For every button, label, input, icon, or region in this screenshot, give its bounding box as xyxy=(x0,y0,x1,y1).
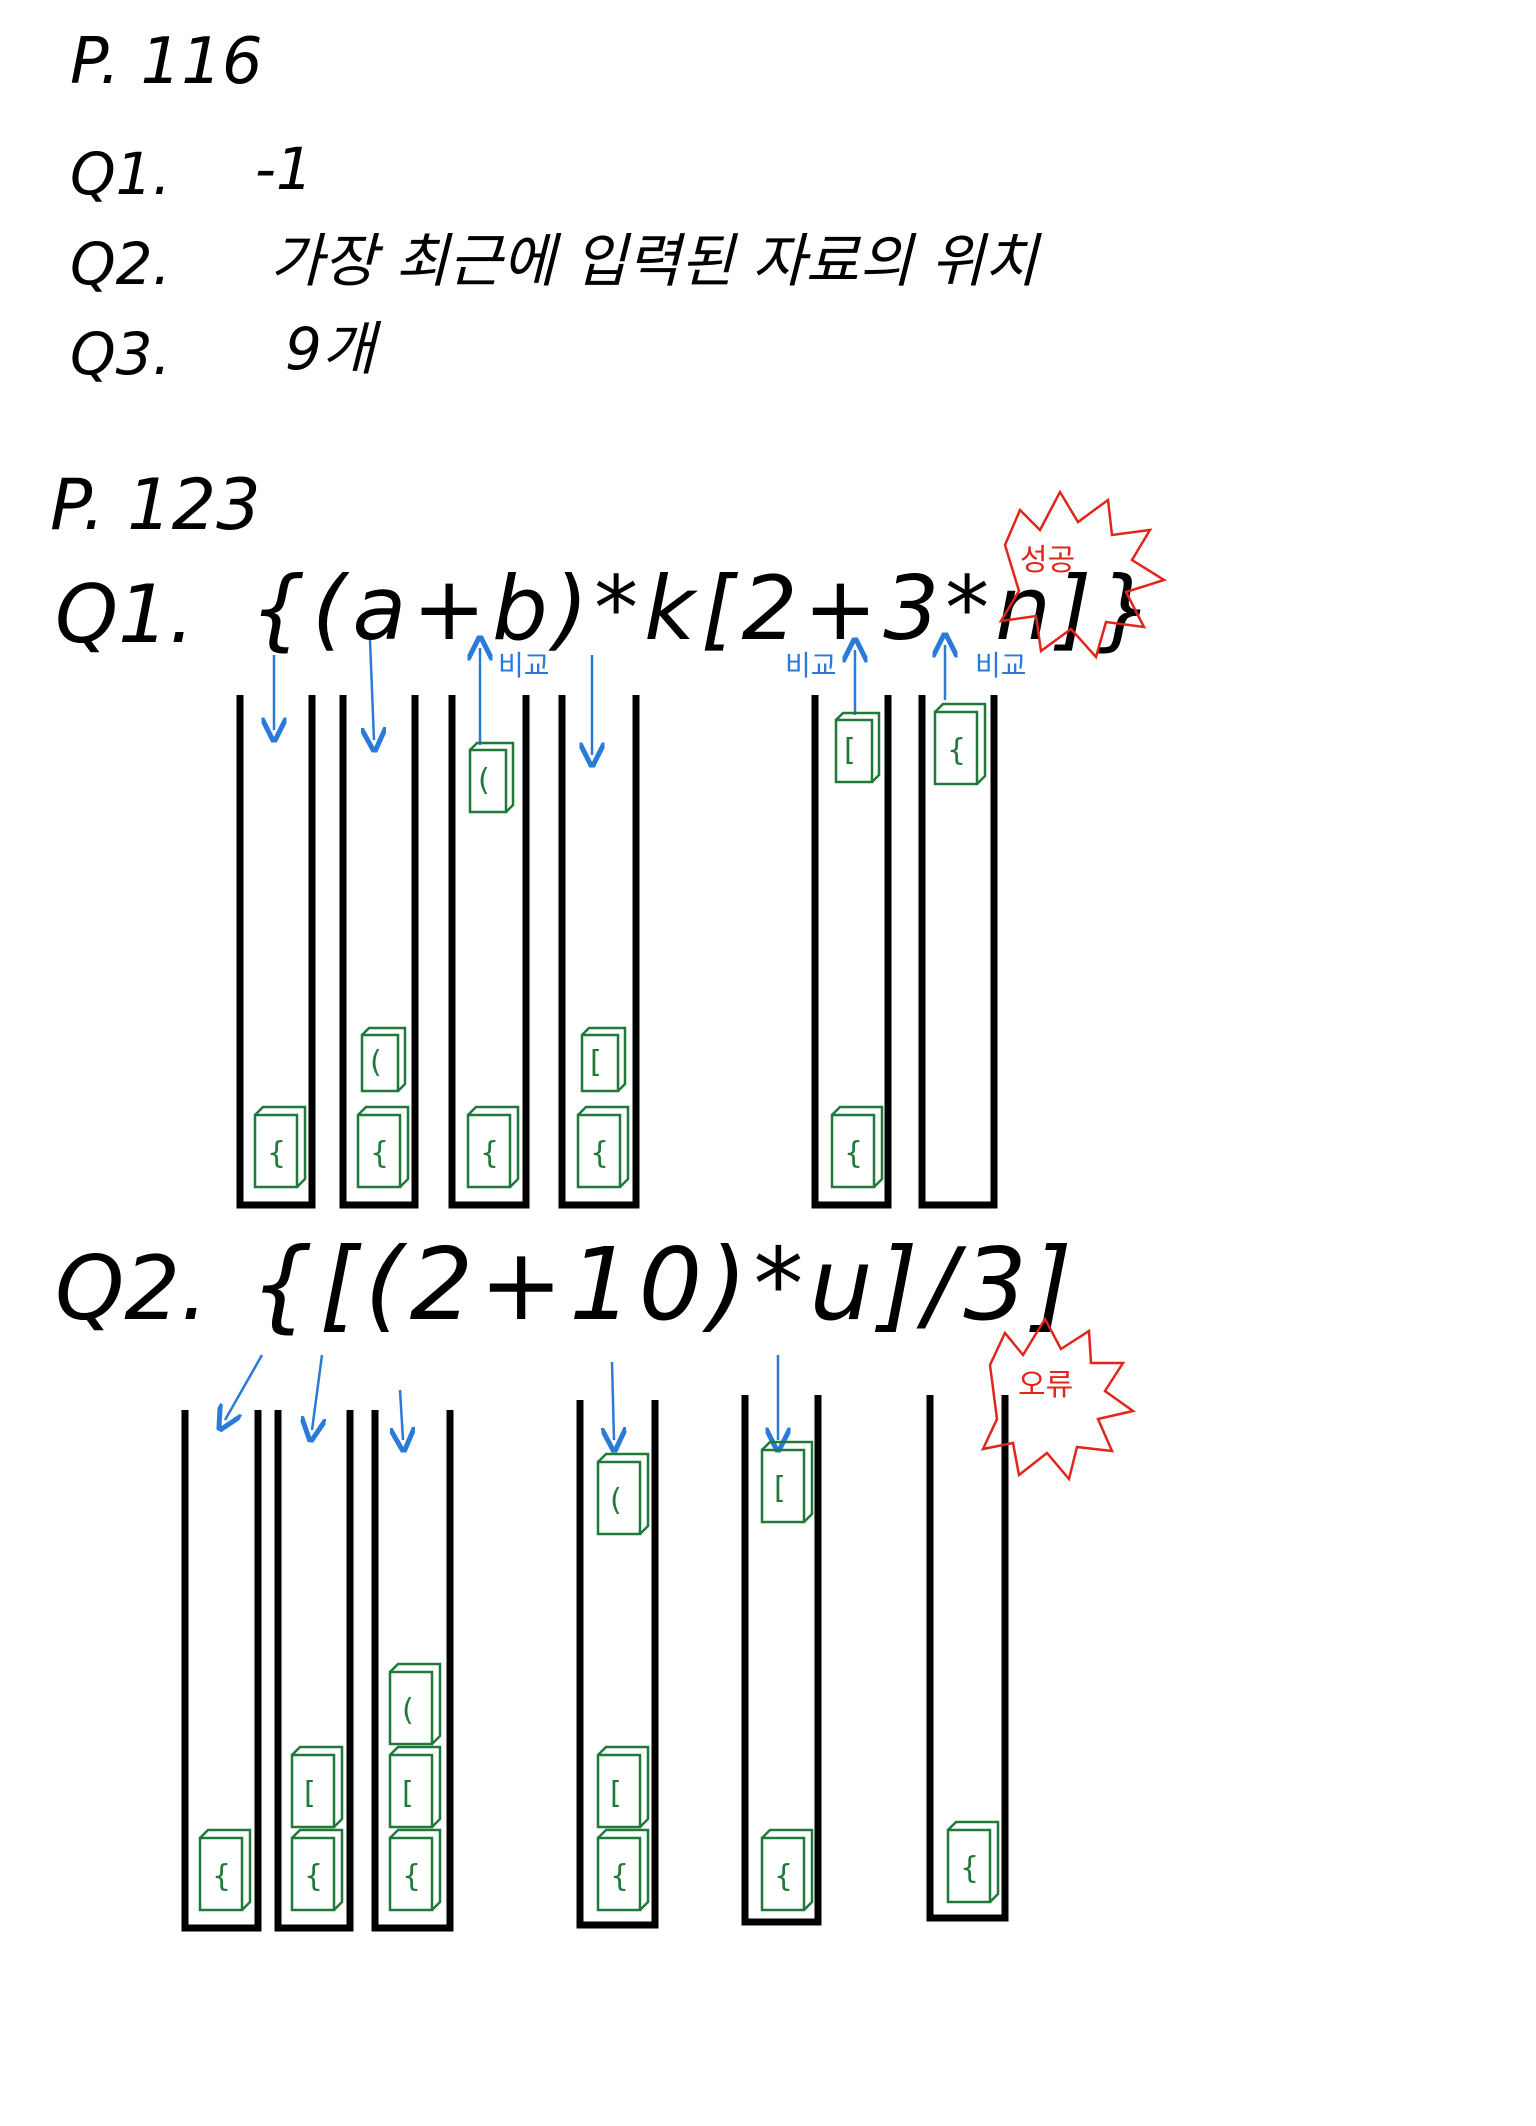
q2-stack-6: { xyxy=(926,1395,1009,1922)
stack-item-symbol: { xyxy=(267,1136,286,1171)
stack-item-symbol: ( xyxy=(610,1483,622,1518)
stack-item-brace: { xyxy=(290,1828,344,1912)
push-arrow xyxy=(225,1354,264,1420)
stack-item-symbol: [ xyxy=(304,1776,316,1811)
q2-stack-2: { [ xyxy=(274,1354,354,1932)
stack-item-symbol: { xyxy=(590,1136,609,1171)
answer-q1-text: -1 xyxy=(255,135,313,203)
answer-q2-text: 가장 최근에 입력된 자료의 위치 xyxy=(270,227,1038,295)
stack-item-bracket: [ xyxy=(290,1745,344,1829)
stack-item-symbol: ( xyxy=(478,763,490,798)
compare-label: 비교 xyxy=(498,649,550,682)
answer-q2-label: Q2. xyxy=(70,230,171,298)
stack-item-paren: ( xyxy=(596,1452,650,1536)
stack-item-symbol: [ xyxy=(844,733,856,768)
stack-item-symbol: { xyxy=(370,1136,389,1171)
q2-result-stamp: 오류 xyxy=(980,1316,1136,1482)
push-arrow xyxy=(312,1354,322,1430)
stack-item-brace: { xyxy=(198,1828,252,1912)
stack-item-brace: { xyxy=(830,1105,884,1189)
push-arrow xyxy=(370,639,374,740)
stack-item-paren: ( xyxy=(360,1026,407,1093)
q2-stack-3: { [ ( xyxy=(371,1389,454,1932)
q1-expression: {(a+b)*k[2+3*n]} xyxy=(250,557,1160,660)
stack-item-brace: { xyxy=(933,702,987,786)
q2-stack-1: { xyxy=(181,1354,264,1932)
page-ref-123: P. 123 xyxy=(50,464,261,546)
stack-item-symbol: { xyxy=(960,1851,979,1886)
q1-stack-3: 비교 { ( xyxy=(448,648,550,1209)
stack-item-bracket: [ xyxy=(834,711,881,784)
q2-label: Q2. xyxy=(55,1237,209,1340)
stack-item-symbol: { xyxy=(610,1859,629,1894)
stack-item-brace: { xyxy=(388,1828,442,1912)
page-ref-116: P. 116 xyxy=(70,25,263,99)
stack-item-symbol: ( xyxy=(402,1693,414,1728)
stack-item-symbol: ( xyxy=(370,1045,382,1080)
q2-expression: {[(2+10)*u]/3] xyxy=(250,1226,1079,1343)
push-arrow xyxy=(400,1389,403,1440)
q1-result-text: 성공 xyxy=(1020,543,1075,578)
stack-item-paren: ( xyxy=(388,1662,442,1746)
push-arrow xyxy=(612,1361,614,1440)
stack-item-brace: { xyxy=(596,1828,650,1912)
compare-label: 비교 xyxy=(785,649,837,682)
q1-stack-5: 비교 { [ xyxy=(785,649,892,1209)
stack-item-brace: { xyxy=(356,1105,410,1189)
q1-stack-2: { ( xyxy=(339,639,419,1209)
stack-item-symbol: [ xyxy=(590,1045,602,1080)
stack-item-bracket: [ xyxy=(596,1745,650,1829)
stack-item-brace: { xyxy=(466,1105,520,1189)
stack-item-symbol: { xyxy=(304,1859,323,1894)
q2-result-text: 오류 xyxy=(1018,1368,1073,1403)
stack-item-bracket: [ xyxy=(760,1440,814,1524)
stack-item-symbol: { xyxy=(480,1136,499,1171)
stack-item-symbol: [ xyxy=(402,1776,414,1811)
stack-item-bracket: [ xyxy=(580,1026,627,1093)
stack-item-paren: ( xyxy=(468,741,515,814)
stack-item-symbol: { xyxy=(947,733,966,768)
q1-label: Q1. xyxy=(55,568,195,661)
stack-item-symbol: { xyxy=(402,1859,421,1894)
stack-item-symbol: { xyxy=(212,1859,231,1894)
stack-item-brace: { xyxy=(253,1105,307,1189)
q2-stack-5: { [ xyxy=(741,1355,822,1926)
q1-result-stamp: 성공 xyxy=(998,489,1167,660)
answer-q3-text: 9개 xyxy=(285,315,376,383)
stack-item-brace: { xyxy=(946,1820,1000,1904)
stack-item-brace: { xyxy=(760,1828,814,1912)
q2-stack-4: { [ ( xyxy=(576,1361,659,1929)
q1-stack-4: { [ xyxy=(558,655,640,1209)
q1-stack-6: 비교 { xyxy=(918,645,1027,1209)
q1-stack-1: { xyxy=(236,655,316,1209)
stack-item-bracket: [ xyxy=(388,1745,442,1829)
stack-item-symbol: { xyxy=(774,1859,793,1894)
answer-q1-label: Q1. xyxy=(70,140,171,208)
stack-item-symbol: { xyxy=(844,1136,863,1171)
compare-label: 비교 xyxy=(975,649,1027,682)
stack-item-symbol: [ xyxy=(610,1776,622,1811)
answer-q3-label: Q3. xyxy=(70,320,171,388)
stack-item-symbol: [ xyxy=(774,1471,786,1506)
stack-item-brace: { xyxy=(576,1105,630,1189)
